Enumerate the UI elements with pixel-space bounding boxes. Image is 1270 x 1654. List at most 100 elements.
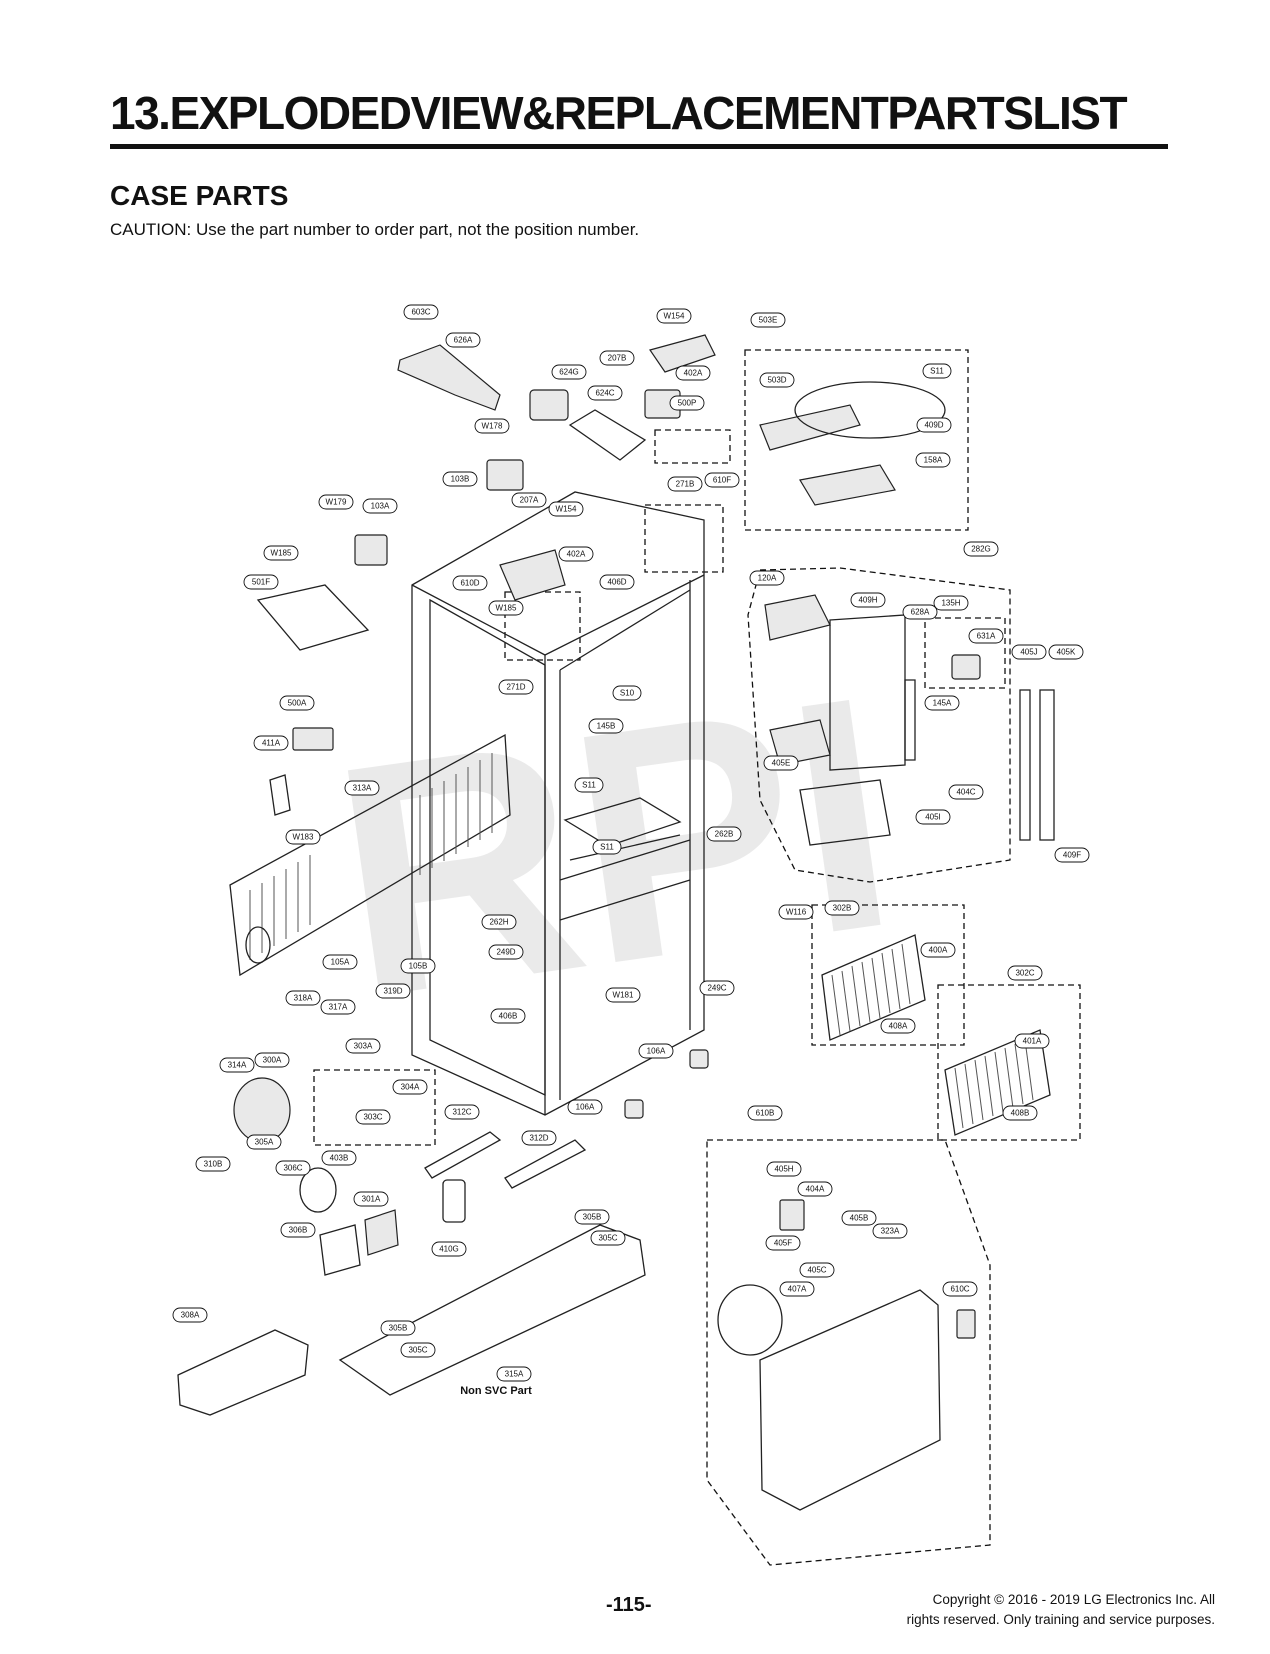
callout-bubble — [375, 983, 411, 999]
callout-label: 305A — [255, 1138, 274, 1147]
part-405k — [1039, 689, 1055, 841]
callout-bubble — [799, 1262, 835, 1278]
callout: 310B — [195, 1156, 231, 1172]
callout-label: 271D — [506, 683, 525, 692]
callout-bubble — [588, 718, 624, 734]
callout: S11 — [922, 363, 952, 379]
callout: 315A — [496, 1366, 532, 1382]
fan-407a — [717, 1284, 783, 1356]
callout: 305B — [574, 1209, 610, 1225]
callout-bubble — [963, 541, 999, 557]
callout-label: 405E — [772, 759, 791, 768]
compressor-300a — [233, 1077, 291, 1143]
callout-label: 249C — [707, 984, 726, 993]
callout-bubble — [1007, 965, 1043, 981]
callout-label: 313A — [353, 784, 372, 793]
callout-bubble — [445, 332, 481, 348]
callout: 103A — [362, 498, 398, 514]
callout-label: W178 — [482, 422, 503, 431]
callout-label: 282G — [971, 545, 991, 554]
callout: 631A — [968, 628, 1004, 644]
callout-bubble — [704, 472, 740, 488]
callout: 402A — [558, 546, 594, 562]
callout-label: 405B — [850, 1214, 869, 1223]
callout-bubble — [253, 735, 289, 751]
callout-label: 610C — [950, 1285, 969, 1294]
callout: 271B — [667, 476, 703, 492]
callout-label: 312D — [529, 1134, 548, 1143]
callout: W116 — [778, 904, 814, 920]
callout-bubble — [797, 1181, 833, 1197]
callout: 313A — [344, 780, 380, 796]
back-cover-313a — [229, 733, 511, 977]
callout-label: 631A — [977, 632, 996, 641]
callout-bubble — [902, 604, 938, 620]
part-409d — [794, 381, 946, 439]
evaporator-cover-group-boundary — [747, 567, 1011, 883]
icemaker-group-boundary — [744, 349, 969, 531]
callout-bubble — [279, 695, 315, 711]
callout-label: 411A — [262, 739, 281, 748]
callout-bubble — [1054, 847, 1090, 863]
callout: 262B — [706, 826, 742, 842]
copyright-line-2: rights reserved. Only training and servi… — [906, 1611, 1215, 1627]
callout-label: 610B — [756, 1109, 775, 1118]
part-409h — [829, 614, 906, 771]
callout: 303C — [355, 1109, 391, 1125]
callout-bubble — [669, 395, 705, 411]
callout-bubble — [403, 304, 439, 320]
callout-bubble — [605, 987, 641, 1003]
callout: S11 — [592, 839, 622, 855]
callout-label: 610D — [460, 579, 479, 588]
callout-label: 409F — [1063, 851, 1081, 860]
callout-label: 410G — [439, 1245, 459, 1254]
callout: 135H — [933, 595, 969, 611]
callout-bubble — [488, 944, 524, 960]
callout-label: 404C — [956, 788, 975, 797]
callout-bubble — [474, 418, 510, 434]
callout-bubble — [590, 1230, 626, 1246]
callout-bubble — [380, 1320, 416, 1336]
callout-bubble — [488, 600, 524, 616]
callout: 249D — [488, 944, 524, 960]
callout: 262H — [481, 914, 517, 930]
callout: 405E — [763, 755, 799, 771]
callout-label: 405H — [774, 1165, 793, 1174]
callout-bubble — [933, 595, 969, 611]
callout: 317A — [320, 999, 356, 1015]
drain-pan-312d — [504, 1139, 587, 1189]
callout: 407A — [779, 1281, 815, 1297]
callout-bubble — [599, 350, 635, 366]
callout-label: 305B — [583, 1213, 602, 1222]
evaporator-408b — [944, 1029, 1051, 1136]
callout: 103B — [442, 471, 478, 487]
callout-label: 409H — [858, 596, 877, 605]
callout: 404C — [948, 784, 984, 800]
callout-bubble — [280, 1222, 316, 1238]
callout-bubble — [285, 829, 321, 845]
part-158a — [799, 464, 896, 506]
callout-bubble — [638, 1043, 674, 1059]
callout: 300A — [254, 1052, 290, 1068]
callout-label: W181 — [613, 991, 634, 1000]
callout-bubble — [747, 1105, 783, 1121]
callout-bubble — [1014, 1033, 1050, 1049]
callout-label: 402A — [684, 369, 703, 378]
callout: 610F — [704, 472, 740, 488]
callout-label: 403B — [330, 1154, 349, 1163]
part-103b — [486, 459, 524, 491]
callout-label: 145B — [597, 722, 616, 731]
callout-bubble — [498, 679, 534, 695]
callout-label: 306C — [283, 1164, 302, 1173]
callout-bubble — [920, 942, 956, 958]
callout-labels: 603C626AW154207B402A503E624G624C500P503D… — [172, 304, 1090, 1382]
callout-bubble — [431, 1241, 467, 1257]
callout-bubble — [759, 372, 795, 388]
callout-label: 305B — [389, 1324, 408, 1333]
callout-bubble — [452, 575, 488, 591]
callout: 105B — [400, 958, 436, 974]
callout: 405C — [799, 1262, 835, 1278]
callout: 312D — [521, 1130, 557, 1146]
callout: 318A — [285, 990, 321, 1006]
